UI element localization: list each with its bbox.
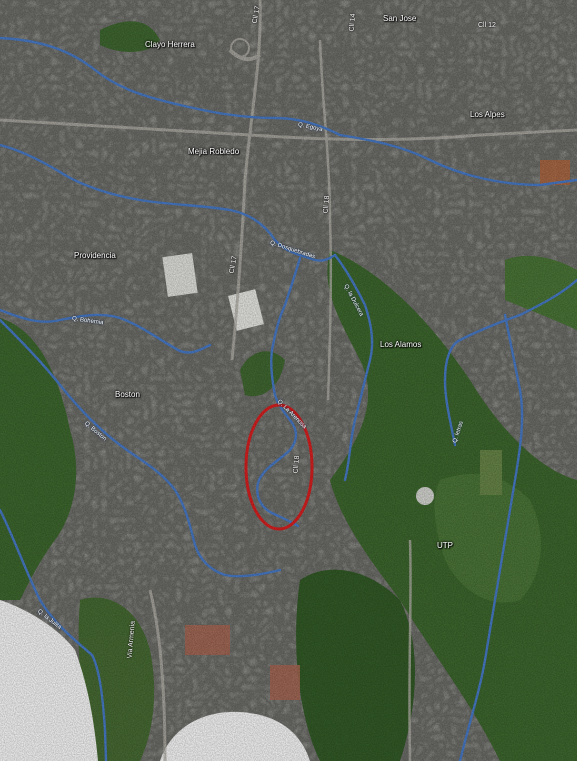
road-label-cll-12: Cll 12 — [478, 22, 496, 29]
place-label-providencia: Providencia — [74, 251, 116, 260]
place-label-san-jose: San Jose — [383, 14, 417, 23]
place-label-boston: Boston — [115, 390, 140, 399]
place-label-mejia-robledo: Mejia Robledo — [188, 147, 240, 156]
place-label-los-alamos: Los Alamos — [380, 340, 422, 349]
place-label-los-alpes: Los Alpes — [470, 110, 505, 119]
place-label-clayo-herrera: Clayo Herrera — [145, 40, 195, 49]
place-label-utp: UTP — [437, 541, 453, 550]
